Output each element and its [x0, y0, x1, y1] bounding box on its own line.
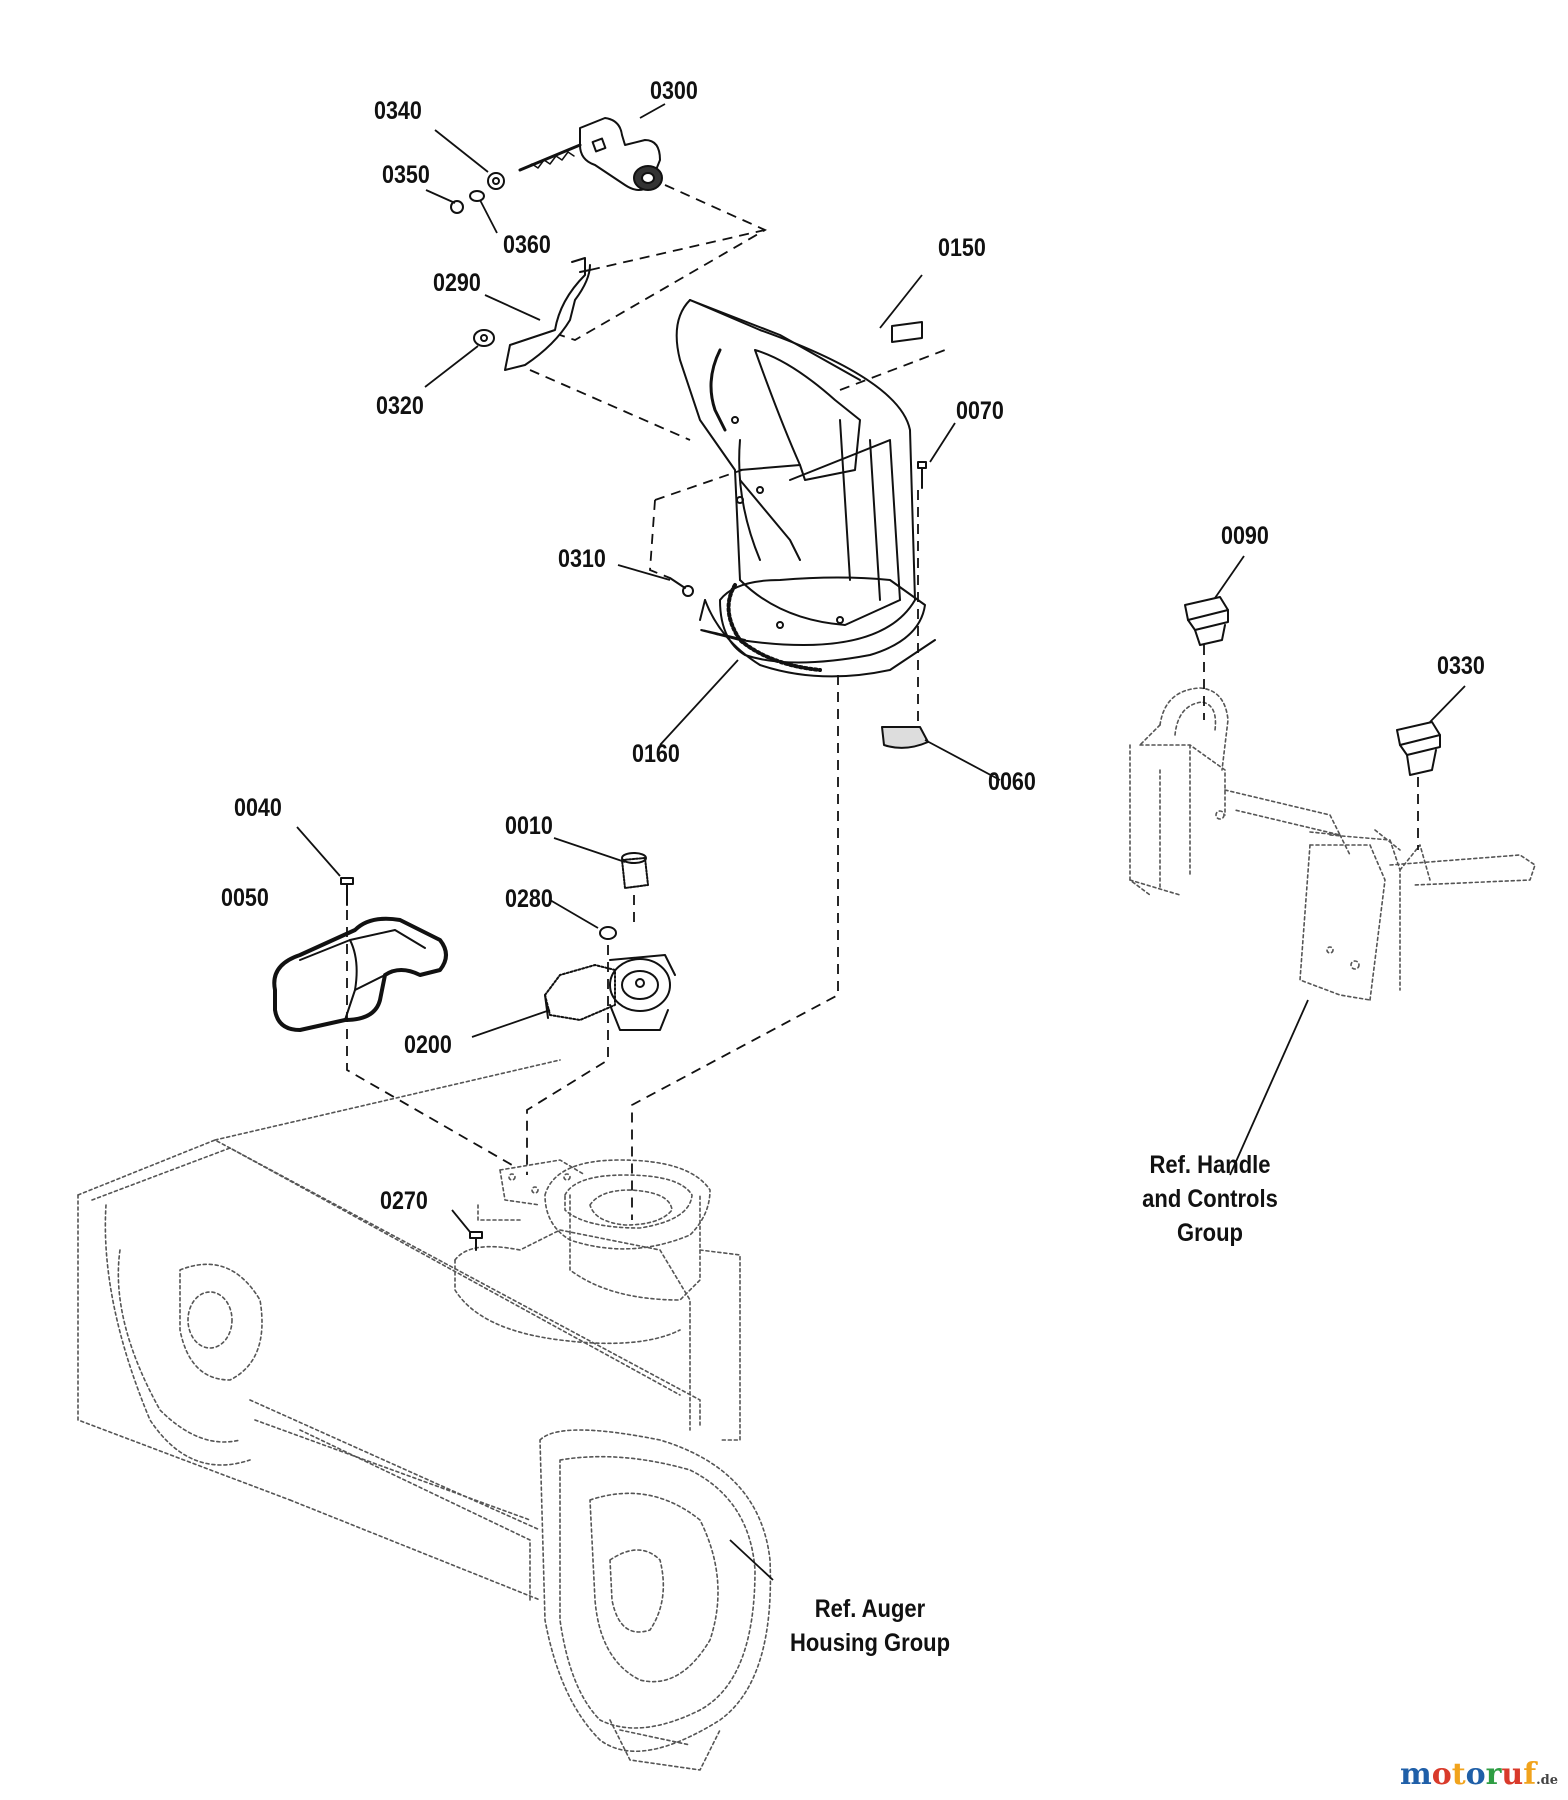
watermark-letter: m	[1399, 1757, 1432, 1792]
switch-0330-drawing	[1396, 721, 1441, 776]
callout-0010: 0010	[505, 812, 553, 840]
rotation-motor-drawing	[544, 954, 676, 1031]
callout-0290: 0290	[433, 269, 481, 297]
callout-0320: 0320	[376, 392, 424, 420]
pinion-gear-drawing	[621, 852, 649, 889]
callout-0060: 0060	[988, 768, 1036, 796]
watermark-letter: o	[1465, 1757, 1486, 1792]
callout-0310: 0310	[558, 545, 606, 573]
leader-lines	[296, 103, 1466, 1581]
callout-0350: 0350	[382, 161, 430, 189]
ref-handle-controls-label: Ref. Handle and Controls Group	[1142, 1151, 1278, 1247]
gear-rack-drawing	[726, 583, 822, 672]
screw-0040-drawing	[340, 877, 354, 906]
callout-0270: 0270	[380, 1187, 428, 1215]
watermark-letter: t	[1451, 1757, 1466, 1792]
callout-0040: 0040	[234, 794, 282, 822]
callout-0330: 0330	[1437, 652, 1485, 680]
nut-drawing	[473, 329, 495, 347]
callout-0070: 0070	[956, 397, 1004, 425]
watermark-logo: motoruf.de	[1399, 1757, 1558, 1792]
callout-0340: 0340	[374, 97, 422, 125]
watermark-letter: f	[1523, 1757, 1537, 1792]
watermark-letter: r	[1485, 1757, 1502, 1792]
callout-0360: 0360	[503, 231, 551, 259]
bracket-drawing	[504, 257, 591, 371]
callout-0150: 0150	[938, 234, 986, 262]
watermark-letter: u	[1501, 1757, 1524, 1792]
motor-cover-drawing	[272, 916, 448, 1032]
ref-auger-housing-label: Ref. Auger Housing Group	[789, 1595, 951, 1657]
auger-housing-drawing	[77, 1059, 772, 1771]
clip-drawing	[881, 726, 929, 749]
callout-0050: 0050	[221, 884, 269, 912]
callout-0280: 0280	[505, 885, 553, 913]
callout-0200: 0200	[404, 1031, 452, 1059]
chute-motor-drawing	[518, 117, 663, 191]
callout-0300: 0300	[650, 77, 698, 105]
switch-0090-drawing	[1184, 596, 1229, 646]
screw-0070-drawing	[917, 461, 927, 489]
assembly-lines	[346, 184, 1419, 1220]
callout-0160: 0160	[632, 740, 680, 768]
callout-0090: 0090	[1221, 522, 1269, 550]
watermark-letter: o	[1431, 1757, 1452, 1792]
screw-0310-drawing	[669, 577, 694, 597]
handle-controls-drawing	[1129, 687, 1536, 1001]
washers-drawing	[450, 172, 505, 214]
locknut-drawing	[599, 926, 617, 940]
decal-drawing	[891, 321, 923, 343]
screw-0270-drawing	[469, 1231, 483, 1251]
discharge-chute-drawing	[675, 299, 936, 678]
